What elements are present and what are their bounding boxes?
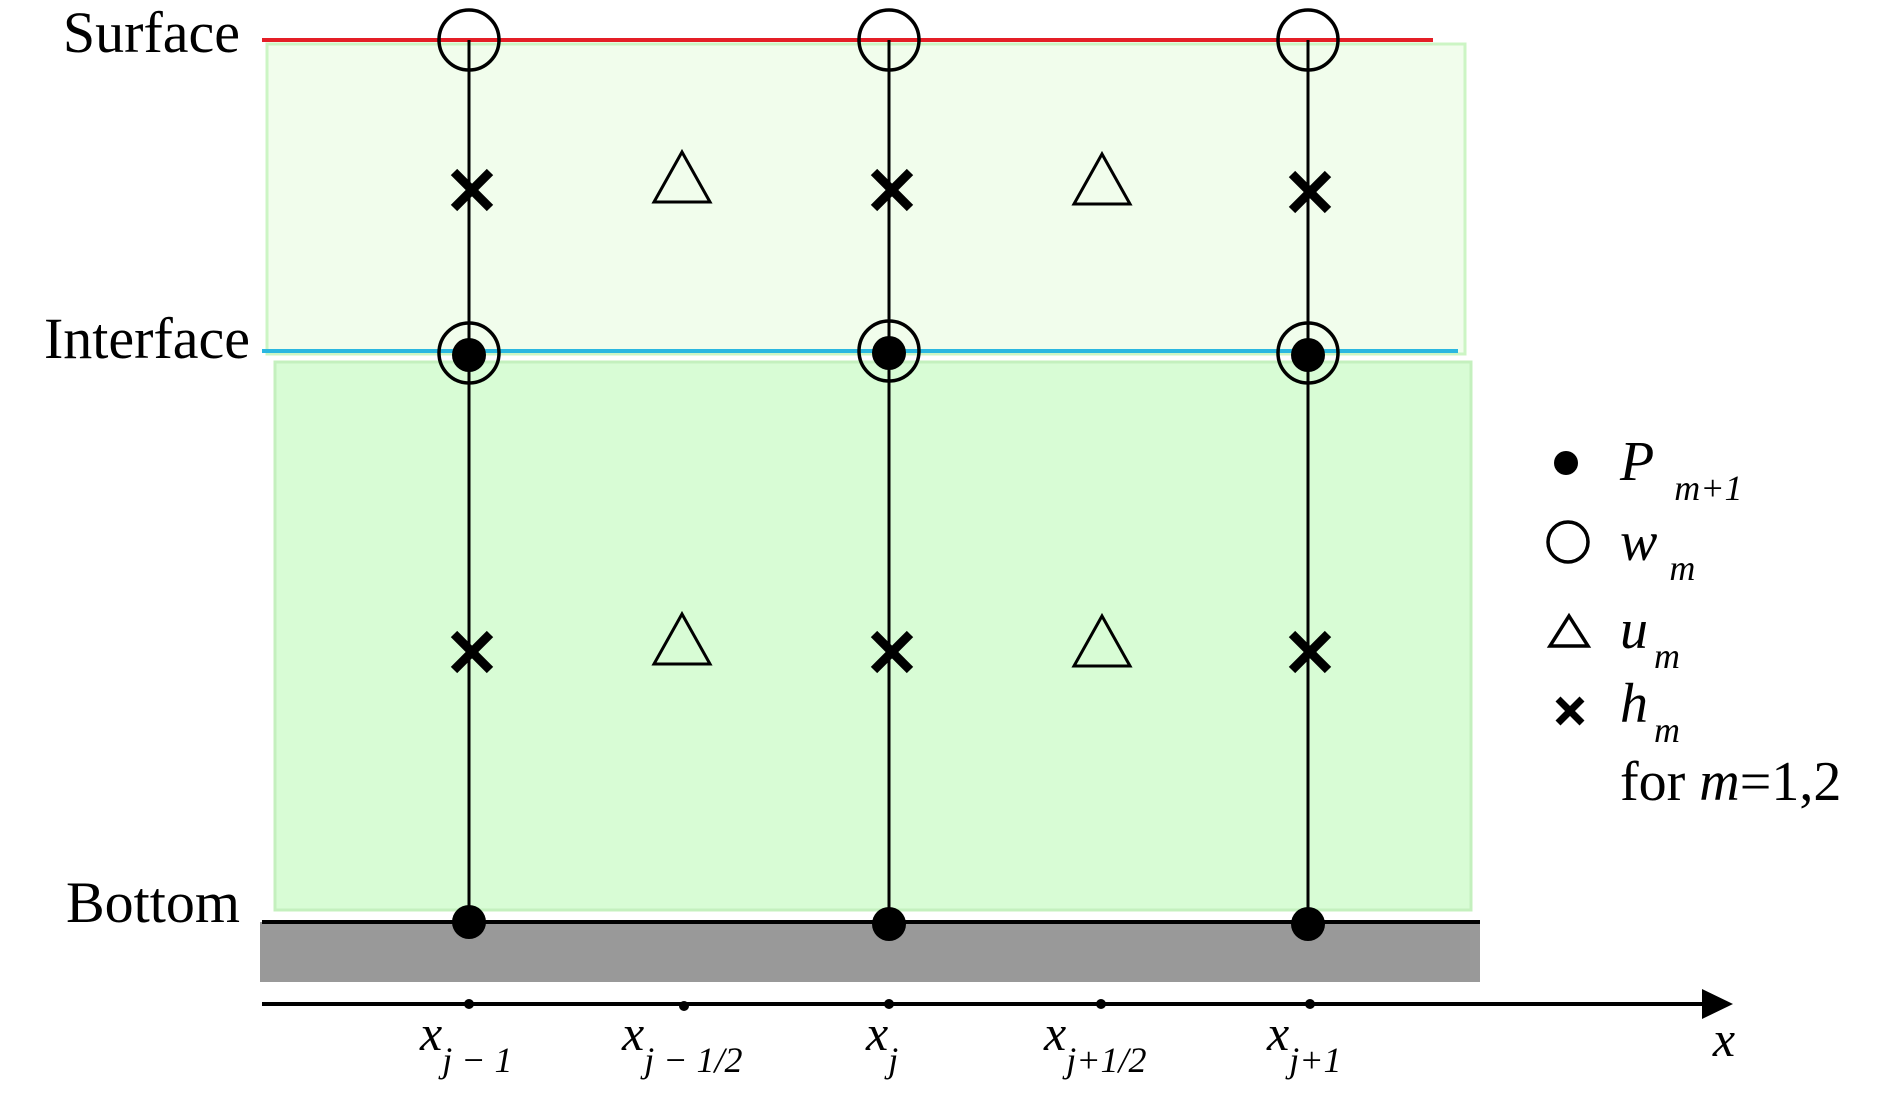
axis-tick-dot [1305, 999, 1315, 1009]
legend-symbol-open-circle [1546, 520, 1590, 564]
legend-footer: for m=1,2 [1620, 751, 1841, 813]
p-marker [872, 907, 906, 941]
bottom-label: Bottom [66, 870, 240, 935]
axis-tick-dot [884, 999, 894, 1009]
tick-label-x-j-minus-1: xj − 1 [419, 1005, 513, 1080]
upper-layer [265, 42, 1467, 356]
x-axis-arrow [1702, 989, 1733, 1019]
p-marker [452, 905, 486, 939]
legend-var: h [1620, 673, 1648, 735]
legend-sub: m [1669, 548, 1695, 588]
p-marker [452, 338, 486, 372]
tick-label-x-j-minus-half: xj − 1/2 [621, 1005, 743, 1080]
legend-footer-prefix: for [1620, 751, 1699, 813]
tick-base: x [1266, 1005, 1289, 1061]
tick-base: x [621, 1005, 644, 1061]
w-marker [857, 8, 921, 72]
surface-label: Surface [63, 0, 240, 65]
legend-sub: m [1654, 710, 1680, 750]
w-marker [1276, 8, 1340, 72]
p-marker [872, 336, 906, 370]
legend-sub: m [1654, 636, 1680, 676]
legend-var: P [1619, 431, 1654, 493]
legend-footer-suffix: =1,2 [1740, 751, 1842, 813]
tick-label-x-j-plus-half: xj+1/2 [1043, 1005, 1147, 1080]
tick-sub: j+1 [1285, 1040, 1341, 1080]
tick-sub: j − 1/2 [640, 1040, 742, 1080]
w-marker [1276, 321, 1340, 385]
tick-sub: j+1/2 [1062, 1040, 1146, 1080]
axis-tick-dot [464, 999, 474, 1009]
legend-footer-var: m [1699, 751, 1739, 813]
legend-var: u [1620, 599, 1648, 661]
tick-base: x [865, 1005, 888, 1061]
tick-sub: j [884, 1040, 898, 1080]
legend-symbol-cross [1555, 696, 1585, 726]
legend-symbol-filled-dot [1554, 451, 1578, 475]
w-marker [437, 321, 501, 385]
tick-label-x-j-plus-1: xj+1 [1266, 1005, 1342, 1080]
tick-base: x [419, 1005, 442, 1061]
tick-label-x-j: xj [865, 1005, 898, 1080]
interface-label: Interface [44, 306, 250, 371]
p-marker [1291, 907, 1325, 941]
axis-tick-dot [679, 1001, 689, 1011]
w-marker [857, 319, 921, 383]
tick-base: x [1043, 1005, 1066, 1061]
legend-symbol-triangle [1546, 612, 1592, 648]
w-marker [437, 8, 501, 72]
p-marker [1291, 338, 1325, 372]
axis-tick-dot [1096, 999, 1106, 1009]
legend-sub: m+1 [1674, 468, 1742, 508]
tick-sub: j − 1 [438, 1040, 512, 1080]
x-axis-name: x [1712, 1011, 1735, 1067]
legend-var: w [1620, 511, 1657, 573]
